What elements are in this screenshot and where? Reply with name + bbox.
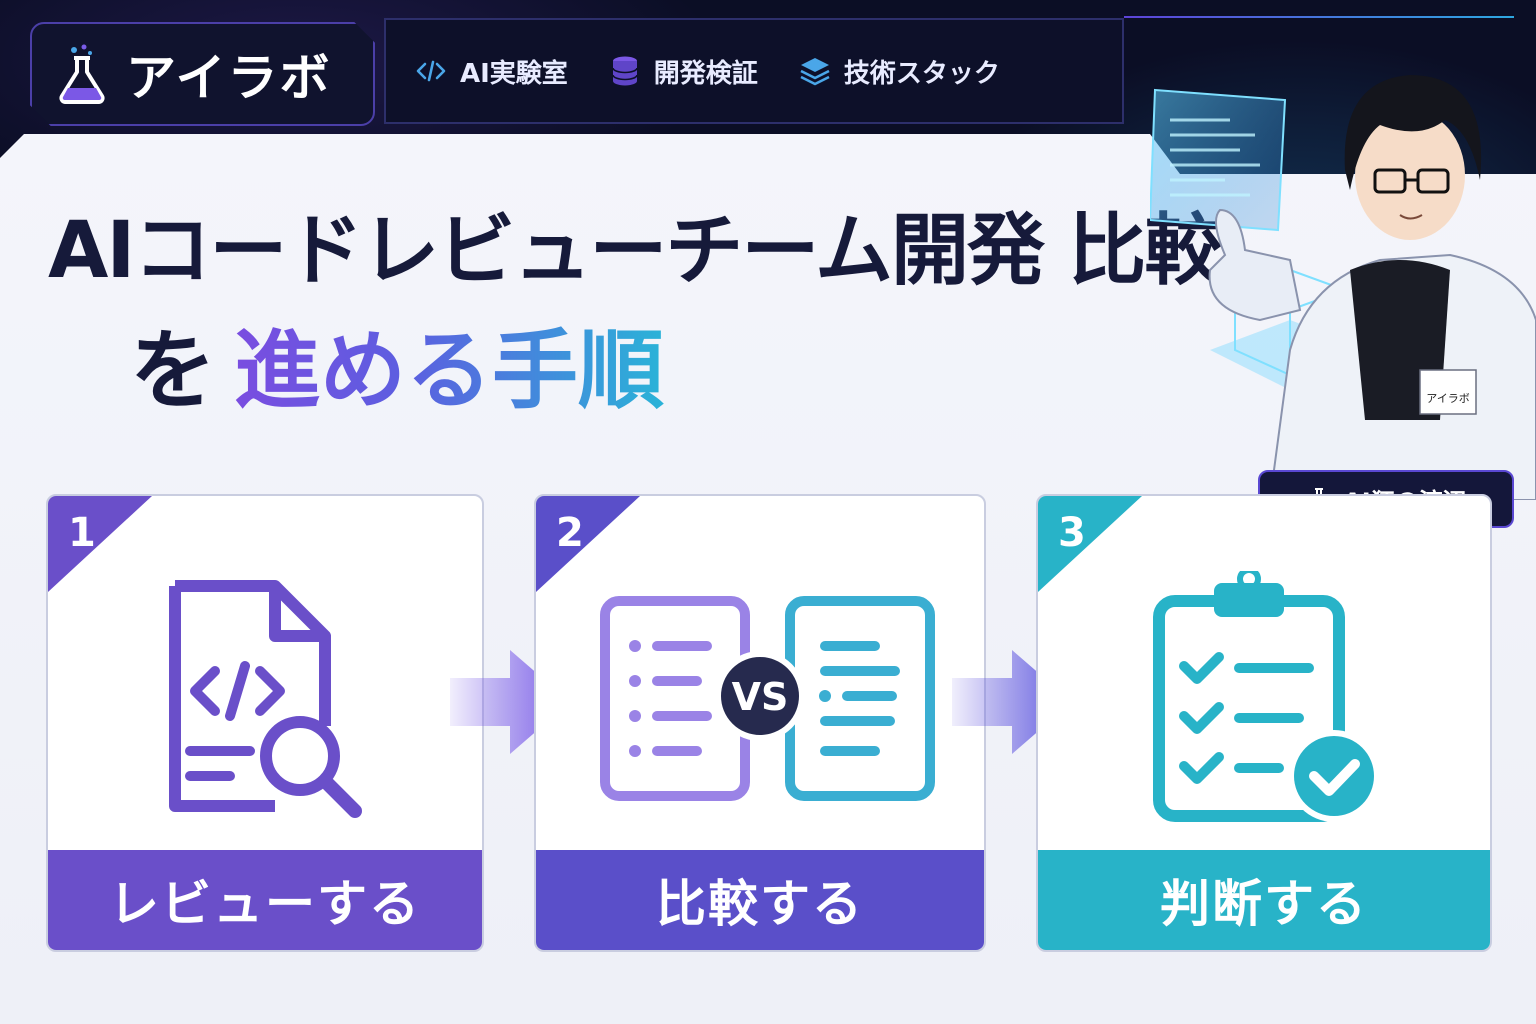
nav-item-label: 開発検証	[653, 58, 758, 89]
hologram-panel-icon	[1150, 88, 1287, 232]
clipboard-check-icon	[1153, 571, 1380, 822]
step-card-1[interactable]: 1 レビューする	[46, 494, 484, 952]
step-label: 判断する	[1038, 850, 1490, 950]
step-number: 1	[68, 510, 96, 556]
header-accent-line	[1124, 16, 1514, 18]
document-compare-icon: VS	[600, 596, 935, 801]
code-file-search-icon	[169, 580, 362, 818]
scientist-character-illustration: アイラボ	[1150, 75, 1536, 500]
nav-item-tech-stack[interactable]: 技術スタック	[798, 53, 1000, 90]
nav-item-dev-verify[interactable]: 開発検証	[608, 53, 758, 90]
database-icon	[611, 56, 638, 86]
page-subtitle: を進める手順	[130, 300, 664, 425]
svg-text:アイラボ: アイラボ	[1426, 392, 1469, 405]
subtitle-highlight: 進める手順	[234, 321, 664, 421]
top-nav: AI実験室 開発検証 技術スタック	[384, 18, 1124, 124]
step-card-2[interactable]: 2 VS 比較する	[534, 494, 986, 952]
brand-logo[interactable]: アイラボ	[30, 22, 375, 126]
subtitle-prefix: を	[130, 321, 216, 421]
step-number: 3	[1058, 510, 1086, 556]
flask-icon	[59, 44, 105, 104]
step-label: 比較する	[536, 850, 984, 950]
nav-item-label: 技術スタック	[843, 58, 1000, 89]
step-card-3[interactable]: 3 判断する	[1036, 494, 1492, 952]
code-icon	[416, 60, 446, 82]
page-title: AIコードレビューチーム開発 比較	[48, 206, 1222, 296]
brand-name: アイラボ	[126, 49, 332, 107]
step-label: レビューする	[48, 850, 482, 950]
layers-icon	[800, 58, 830, 86]
nav-item-ai-lab[interactable]: AI実験室	[414, 53, 568, 90]
vs-text: VS	[732, 675, 789, 719]
step-number: 2	[556, 510, 584, 556]
nav-item-label: AI実験室	[460, 58, 568, 89]
